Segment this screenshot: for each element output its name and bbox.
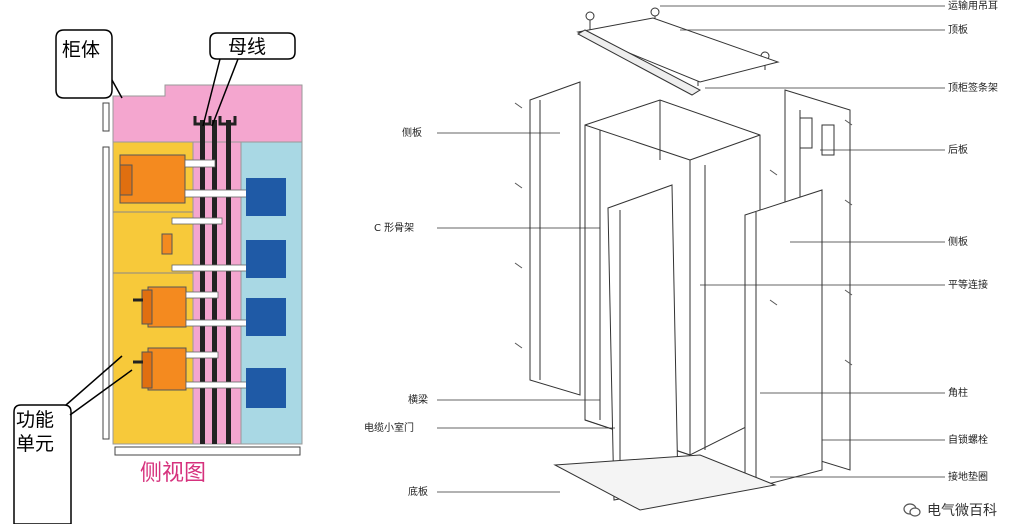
functional-unit-label: 功能单元 — [16, 409, 55, 455]
label-self-lock-bolt: 自锁螺栓 — [948, 433, 988, 446]
watermark: 电气微百科 — [903, 500, 997, 520]
label-ground-washer: 接地垫圈 — [948, 470, 988, 483]
busbar-3 — [226, 120, 231, 444]
ct-2 — [246, 240, 286, 278]
right-side-panel — [744, 189, 823, 491]
wechat-icon — [903, 503, 921, 517]
frame-left-main — [102, 146, 110, 440]
label-side-panel-left: 侧板 — [402, 126, 422, 139]
top-plate — [576, 17, 780, 83]
label-top-rail: 顶柜签条架 — [948, 81, 998, 94]
busbar-label: 母线 — [228, 36, 266, 58]
exploded-cabinet-diagram — [514, 7, 853, 511]
label-base-plate: 底板 — [408, 485, 428, 498]
busbar-compartment — [112, 84, 303, 143]
base-plate — [553, 454, 777, 511]
cabinet-label: 柜体 — [62, 39, 100, 61]
side-view-title: 侧视图 — [140, 461, 206, 486]
base-rail — [114, 446, 301, 456]
right-labels: 运输用吊耳 顶板 顶柜签条架 后板 侧板 平等连接 角柱 自锁螺栓 接地垫圈 — [660, 0, 998, 483]
label-c-frame: C 形骨架 — [374, 222, 414, 234]
label-crossbeam: 横梁 — [408, 393, 428, 406]
breaker-2 — [161, 233, 173, 255]
label-cable-door: 电缆小室门 — [364, 421, 414, 434]
label-lifting-lug: 运输用吊耳 — [948, 0, 998, 12]
top-label-rail — [576, 29, 702, 96]
label-top-plate: 顶板 — [948, 23, 968, 36]
label-parallel-joint: 平等连接 — [948, 278, 988, 291]
label-corner-post: 角柱 — [948, 386, 968, 399]
breaker-4 — [147, 347, 187, 391]
left-side-panel — [529, 81, 581, 396]
ct-3 — [246, 298, 286, 336]
left-labels: 侧板 C 形骨架 横梁 电缆小室门 底板 — [364, 126, 615, 498]
busbar-callout — [209, 32, 296, 60]
cable-compartment-door — [607, 184, 679, 501]
frame-left-top — [102, 102, 110, 132]
ct-1 — [246, 178, 286, 216]
label-side-panel-right: 侧板 — [948, 235, 968, 248]
functional-unit-callout — [13, 404, 72, 524]
busbar-1 — [200, 120, 205, 444]
busbar-2 — [212, 120, 217, 444]
side-view-diagram: 柜体 母线 功能单元 侧视图 — [13, 29, 303, 524]
label-rear-panel: 后板 — [948, 143, 968, 156]
breaker-3 — [147, 286, 187, 328]
ct-4 — [246, 368, 286, 408]
cabinet-callout — [55, 29, 113, 99]
watermark-text: 电气微百科 — [927, 503, 997, 519]
